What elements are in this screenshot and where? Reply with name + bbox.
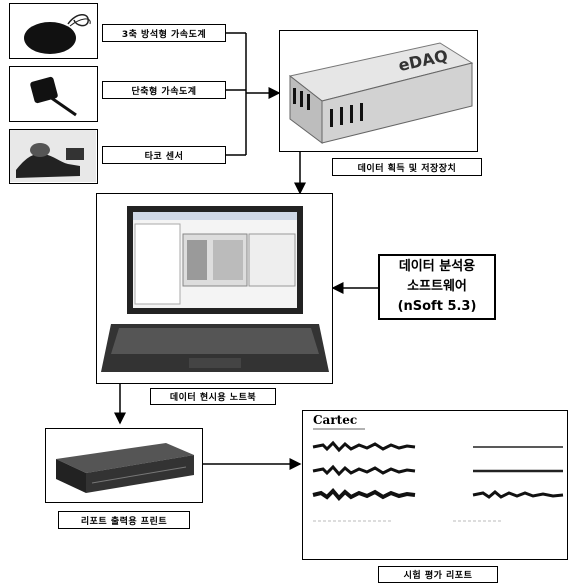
uniaxial-sensor-icon — [30, 76, 77, 117]
report-label: 시험 평가 리포트 — [378, 566, 498, 583]
laptop-label: 데이터 현시용 노트북 — [150, 388, 276, 405]
report-waveforms — [312, 428, 564, 522]
software-line1: 데이터 분석용 — [398, 259, 476, 274]
printer-label: 리포트 출력용 프린트 — [58, 511, 190, 529]
daq-label: 데이터 획득 및 저장장치 — [332, 158, 482, 176]
software-line3: (nSoft 5.3) — [397, 299, 477, 314]
uniaxial-accelerometer-label: 단축형 가속도계 — [102, 81, 226, 99]
triaxial-accelerometer-label: 3축 방석형 가속도계 — [102, 24, 226, 42]
report-image: Cartec — [302, 410, 568, 560]
laptop-icon — [101, 206, 329, 372]
report-brand: Cartec — [313, 413, 358, 427]
accelerometer-disc-icon — [24, 14, 91, 54]
triaxial-accelerometer-image — [9, 3, 98, 59]
printer-image — [45, 428, 203, 503]
software-line2: 소프트웨어 — [407, 279, 467, 294]
impact-sensor-label: 타코 센서 — [102, 146, 226, 164]
software-box: 데이터 분석용 소프트웨어 (nSoft 5.3) — [378, 254, 496, 320]
uniaxial-accelerometer-image — [9, 66, 98, 122]
printer-icon — [56, 443, 194, 493]
daq-device-icon — [288, 42, 474, 144]
daq-unit-image: eDAQ — [279, 30, 478, 152]
hand-sensor-icon — [10, 130, 96, 182]
laptop-image — [96, 193, 333, 384]
impact-sensor-image — [9, 129, 98, 184]
